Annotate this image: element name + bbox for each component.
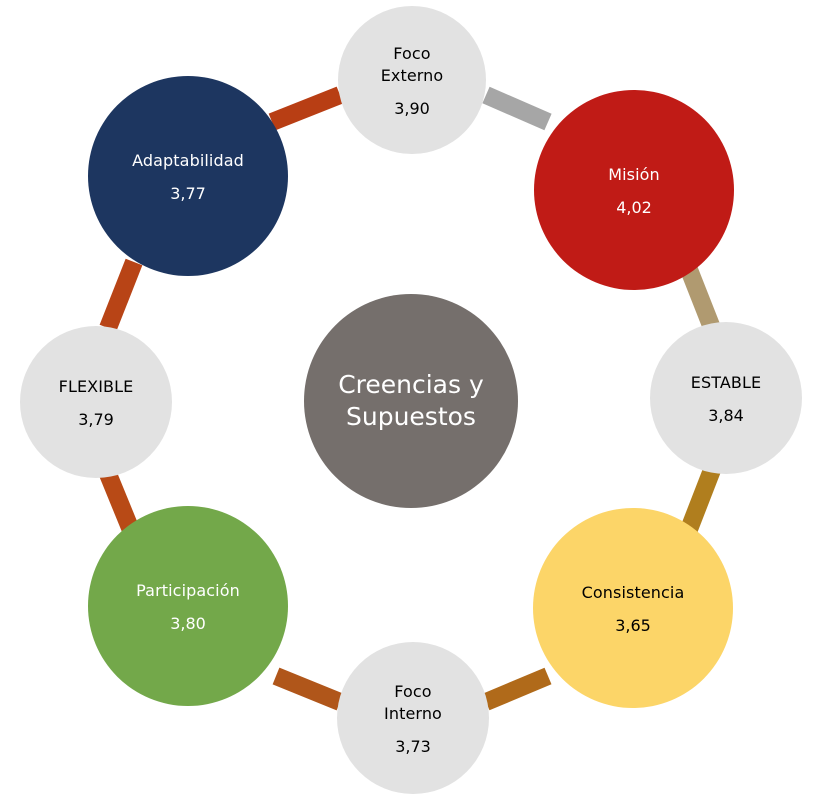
node-label: Participación	[136, 580, 240, 600]
center-node: Creencias y Supuestos	[304, 294, 518, 508]
node-value: 3,73	[395, 736, 431, 756]
node-flexible: FLEXIBLE 3,79	[20, 326, 172, 478]
node-adaptabilidad: Adaptabilidad 3,77	[88, 76, 288, 276]
node-value: 3,84	[708, 405, 744, 425]
node-value: 3,77	[170, 183, 206, 203]
connector-mision-estable	[677, 258, 721, 332]
node-label: Adaptabilidad	[132, 150, 244, 170]
connector-flexible-adaptabilidad	[99, 258, 143, 332]
node-label: Foco Interno	[384, 681, 442, 723]
connector-foco-interno-participacion	[272, 667, 344, 711]
center-label: Creencias y Supuestos	[338, 370, 484, 431]
node-estable: ESTABLE 3,84	[650, 322, 802, 474]
node-participacion: Participación 3,80	[88, 506, 288, 706]
node-value: 3,90	[394, 98, 430, 118]
node-label: FLEXIBLE	[58, 376, 134, 396]
node-value: 3,80	[170, 613, 206, 633]
node-label: ESTABLE	[690, 372, 762, 392]
node-value: 4,02	[616, 197, 652, 217]
connector-adaptabilidad-foco-externo	[268, 86, 344, 131]
connector-consistencia-foco-interno	[482, 667, 552, 711]
node-label: Consistencia	[581, 582, 685, 602]
connector-foco-externo-mision	[482, 86, 552, 131]
node-value: 3,79	[78, 409, 114, 429]
node-mision: Misión 4,02	[534, 90, 734, 290]
node-consistencia: Consistencia 3,65	[533, 508, 733, 708]
node-label: Foco Externo	[380, 43, 444, 85]
node-value: 3,65	[615, 615, 651, 635]
node-foco-externo: Foco Externo 3,90	[338, 6, 486, 154]
node-foco-interno: Foco Interno 3,73	[337, 642, 489, 794]
node-label: Misión	[608, 164, 660, 184]
